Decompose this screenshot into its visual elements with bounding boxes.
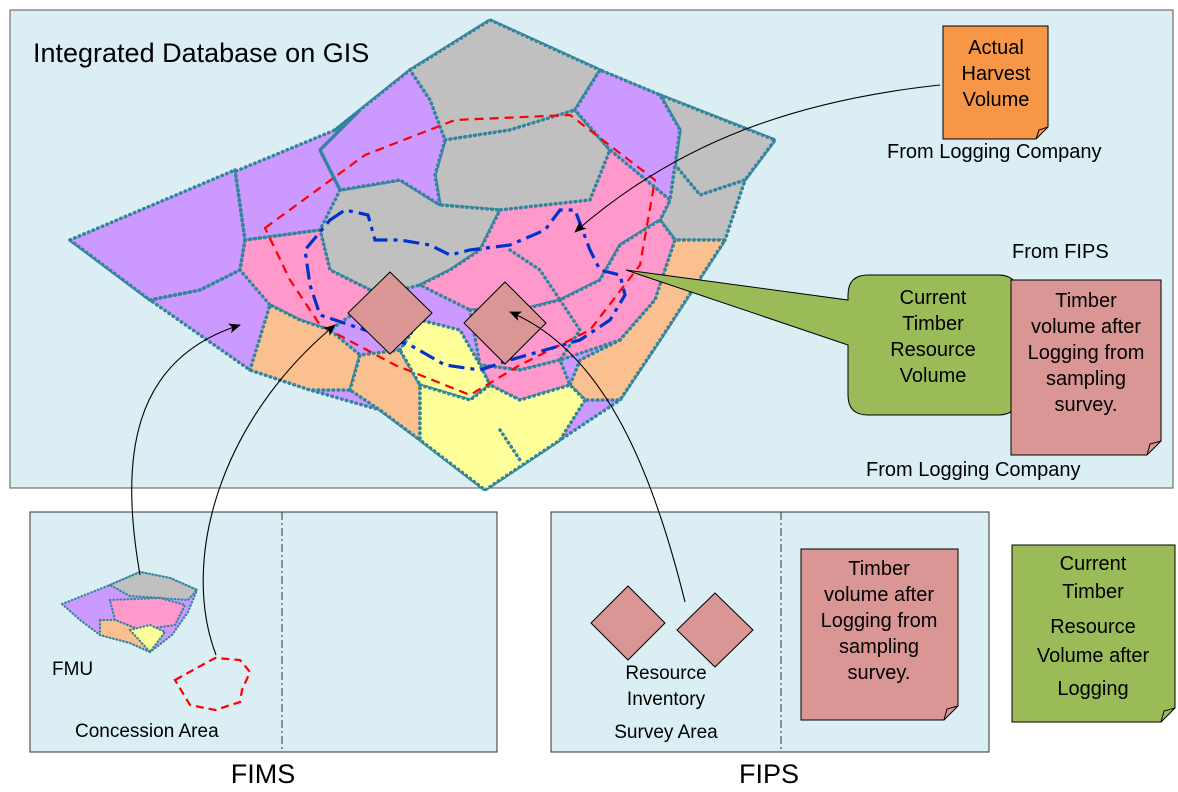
concession-area-label: Concession Area	[75, 721, 219, 742]
arrow-survey-to-map	[509, 311, 686, 603]
harvest-note	[942, 25, 1049, 140]
fmu-label: FMU	[52, 659, 93, 680]
standalone-note-line-1: Current	[1060, 553, 1127, 575]
fips-plot-diamond-1	[590, 585, 666, 661]
fmu-mini-yellow	[127, 623, 167, 654]
logging-note-text: Timber volume after Logging from samplin…	[1028, 290, 1145, 416]
standalone-volume-note	[1011, 544, 1176, 723]
arrow-fmu-to-map	[131, 323, 241, 576]
fips-plot-diamond-2	[676, 592, 754, 668]
harvest-source-label: From Logging Company	[887, 141, 1102, 163]
map-divider-4	[508, 248, 562, 302]
harvest-note-text: Actual Harvest Volume	[962, 37, 1031, 111]
fips-source-label: From FIPS	[1012, 241, 1109, 263]
standalone-note-line-2: Timber	[1062, 581, 1124, 603]
callout-line-3: Resource	[890, 339, 976, 361]
logging-note-line-1: Timber	[1055, 290, 1117, 312]
map-region-peach-1	[247, 302, 362, 392]
logging-note-line-3: Logging from	[1028, 342, 1145, 364]
logging-volume-note	[1010, 279, 1162, 456]
logging-note-line-2: volume after	[1031, 316, 1141, 338]
map-divider-6	[498, 428, 522, 462]
standalone-note-text: Current Timber Resource Volume after Log…	[1037, 553, 1150, 700]
connector-arrows	[131, 84, 941, 656]
standalone-volume-note-fold	[1160, 707, 1176, 723]
fips-caption: FIPS	[739, 759, 799, 789]
fips-note-line-4: sampling	[839, 636, 919, 658]
callout-line-4: Volume	[900, 365, 967, 387]
callout-text: Current Timber Resource Volume	[890, 287, 976, 387]
harvest-note-line-1: Actual	[968, 37, 1024, 59]
harvest-note-fold	[1035, 126, 1049, 140]
survey-area-line-1: Resource	[625, 663, 706, 684]
harvest-note-line-2: Harvest	[962, 63, 1031, 85]
fmu-mini-map	[59, 570, 199, 655]
map-region-purple-1	[317, 67, 447, 209]
standalone-note-line-5: Logging	[1057, 678, 1128, 700]
survey-plot-diamond-1	[347, 271, 433, 355]
fips-note-line-1: Timber	[848, 558, 910, 580]
fips-note-line-5: survey.	[848, 662, 911, 684]
map-divider-3	[317, 108, 362, 192]
gis-panel-title: Integrated Database on GIS	[33, 38, 369, 68]
logging-volume-note-fold	[1146, 440, 1162, 456]
fips-note-line-2: volume after	[824, 584, 934, 606]
fips-note-text: Timber volume after Logging from samplin…	[821, 558, 938, 684]
logging-note-line-5: survey.	[1055, 394, 1118, 416]
callout-line-1: Current	[900, 287, 967, 309]
callout-line-2: Timber	[902, 313, 964, 335]
logging-note-line-4: sampling	[1046, 368, 1126, 390]
logging-source-label: From Logging Company	[866, 459, 1081, 481]
map-divider-2	[148, 238, 247, 302]
concession-area-shape	[173, 656, 252, 712]
fmu-mini-gray	[107, 570, 199, 602]
fims-caption: FIMS	[231, 759, 296, 789]
fips-note-line-3: Logging from	[821, 610, 938, 632]
arrow-concession-to-map	[202, 324, 336, 656]
survey-plot-diamond-2	[463, 281, 547, 365]
fips-timber-note-fold	[943, 705, 959, 721]
fips-timber-note	[800, 548, 959, 721]
survey-area-line-2: Inventory	[627, 689, 706, 710]
harvest-note-line-3: Volume	[963, 89, 1030, 111]
survey-area-line-3: Survey Area	[614, 722, 718, 743]
arrow-harvest-to-map	[574, 84, 941, 233]
gis-map	[66, 18, 778, 493]
standalone-note-line-4: Volume after	[1037, 645, 1150, 667]
survey-area-label: Resource Inventory Survey Area	[614, 663, 718, 743]
map-region-yellow-2	[418, 382, 588, 493]
standalone-note-line-3: Resource	[1050, 616, 1136, 638]
